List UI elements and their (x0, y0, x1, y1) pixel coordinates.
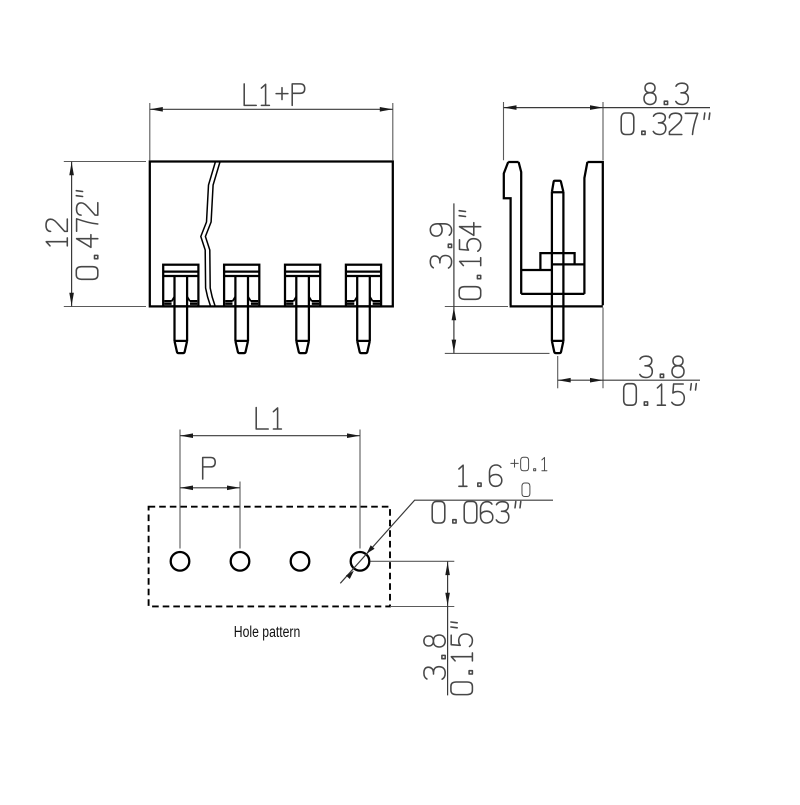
svg-text:Hole pattern: Hole pattern (234, 624, 300, 641)
